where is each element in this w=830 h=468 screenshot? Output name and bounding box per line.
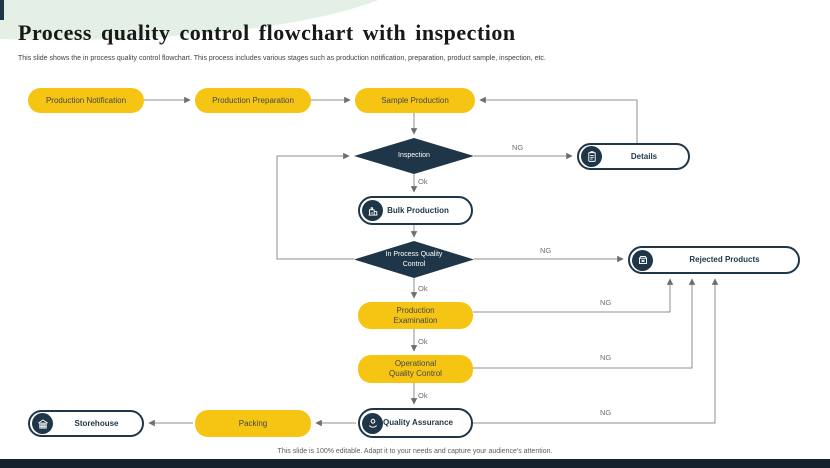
document-icon	[581, 146, 602, 167]
node-label: Bulk Production	[387, 205, 449, 215]
node-quality-assurance: Quality Assurance	[358, 408, 473, 438]
edge-label-ng-operational-qc: NG	[600, 353, 612, 362]
node-label: Details	[630, 151, 658, 161]
node-label: Storehouse	[74, 418, 119, 428]
node-in-process-quality-control-decision: In Process Quality Control	[354, 241, 474, 278]
node-details: Details	[577, 143, 690, 170]
node-packing: Packing	[195, 410, 311, 437]
slide-subtitle: This slide shows the in process quality …	[18, 55, 546, 62]
node-label: Packing	[238, 418, 268, 428]
node-production-notification: Production Notification	[28, 88, 144, 113]
node-label: Production Preparation	[212, 95, 294, 105]
bottom-accent-bar	[0, 459, 830, 468]
edge-label-ok-in-process: Ok	[418, 284, 428, 293]
node-label: Sample Production	[381, 95, 449, 105]
edge-label-ng-quality-assurance: NG	[600, 408, 612, 417]
node-label: Production Notification	[45, 95, 127, 105]
decorative-corner-strip	[0, 0, 4, 20]
node-label: Production Examination	[393, 305, 438, 325]
edge-label-ng-production-examination: NG	[600, 298, 612, 307]
node-label: Rejected Products	[689, 255, 760, 265]
page-title: Process quality control flowchart with i…	[18, 20, 516, 45]
node-sample-production: Sample Production	[355, 88, 475, 113]
gear-hands-icon	[362, 412, 383, 434]
node-storehouse: Storehouse	[28, 410, 144, 437]
machine-icon	[362, 200, 383, 221]
edge-label-ok-production-examination: Ok	[418, 337, 428, 346]
node-inspection-decision: Inspection	[354, 138, 474, 174]
edge-label-ok-inspection: Ok	[418, 177, 428, 186]
node-operational-quality-control: Operational Quality Control	[358, 355, 473, 383]
node-label: Inspection	[398, 152, 430, 160]
edge-label-ng-in-process: NG	[540, 246, 552, 255]
warehouse-icon	[32, 413, 53, 434]
node-label: Quality Assurance	[383, 418, 453, 428]
node-production-examination: Production Examination	[358, 302, 473, 329]
node-label: In Process Quality Control	[385, 251, 443, 268]
edge-label-ok-operational-qc: Ok	[418, 391, 428, 400]
node-bulk-production: Bulk Production	[358, 196, 473, 225]
node-label: Operational Quality Control	[389, 359, 442, 378]
node-production-preparation: Production Preparation	[195, 88, 311, 113]
edge-label-ng-inspection: NG	[512, 143, 524, 152]
rejected-box-icon	[632, 249, 653, 271]
footer-note: This slide is 100% editable. Adapt it to…	[277, 448, 553, 455]
node-rejected-products: Rejected Products	[628, 246, 800, 274]
